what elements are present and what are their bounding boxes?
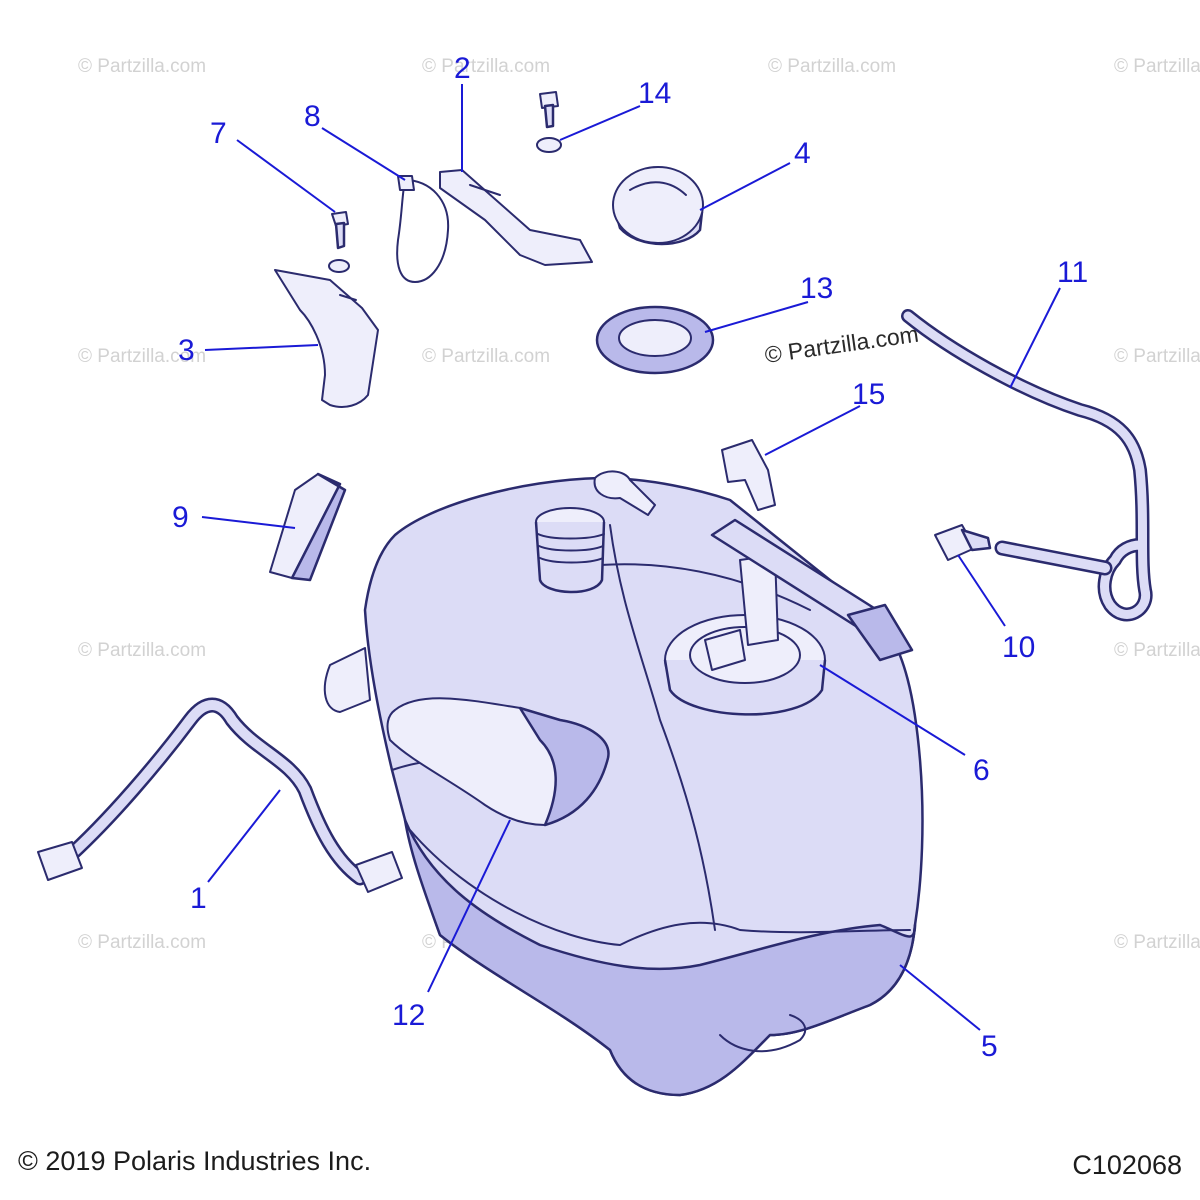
- callouts: 1 2 3 4 5 6 7 8 9 10 11 12 13 14 15: [172, 52, 1088, 1063]
- bracket-2: [439, 169, 593, 266]
- callout-8: 8: [304, 100, 321, 133]
- diagram-code: C102068: [1072, 1150, 1182, 1180]
- watermark: © Partzilla.com: [78, 932, 206, 953]
- callout-14: 14: [638, 77, 671, 110]
- watermark: © Partzilla.com: [422, 56, 550, 77]
- cable-tie: [396, 175, 450, 284]
- callout-7: 7: [210, 117, 227, 150]
- fuel-tank: [323, 470, 924, 1097]
- vent-connector: [934, 524, 1113, 576]
- callout-9: 9: [172, 501, 189, 534]
- watermark: © Partzilla.com: [78, 640, 206, 661]
- watermark: © Partzilla.com: [78, 346, 206, 367]
- callout-6: 6: [973, 754, 990, 787]
- callout-2: 2: [454, 52, 471, 85]
- callout-13: 13: [800, 272, 833, 305]
- watermark: © Partzilla.com: [78, 56, 206, 77]
- bolt-14: [536, 91, 562, 153]
- foam-pad: [269, 472, 347, 582]
- fuel-line: [37, 697, 403, 893]
- watermark: © Partzilla.com: [1114, 56, 1200, 77]
- tank-bracket: [274, 269, 379, 408]
- filler-seal: [595, 305, 715, 375]
- leader-lines: [201, 84, 1061, 1031]
- watermark: © Partzilla.com: [422, 346, 550, 367]
- callout-5: 5: [981, 1030, 998, 1063]
- watermark: © Partzilla.com: [1114, 346, 1200, 367]
- callout-11: 11: [1057, 256, 1088, 289]
- callout-12: 12: [392, 999, 425, 1032]
- bolt-7: [328, 211, 350, 273]
- watermark: © Partzilla.com: [763, 321, 920, 368]
- fuel-cap: [612, 166, 704, 246]
- callout-4: 4: [794, 137, 811, 170]
- copyright-notice: © 2019 Polaris Industries Inc.: [18, 1146, 372, 1176]
- watermark: © Partzilla.com: [768, 56, 896, 77]
- hose-clip: [721, 439, 776, 511]
- callout-1: 1: [190, 882, 207, 915]
- callout-15: 15: [852, 378, 885, 411]
- watermark: © Partzilla.com: [1114, 932, 1200, 953]
- watermark: © Partzilla.com: [1114, 640, 1200, 661]
- callout-10: 10: [1002, 631, 1035, 664]
- callout-3: 3: [178, 334, 195, 367]
